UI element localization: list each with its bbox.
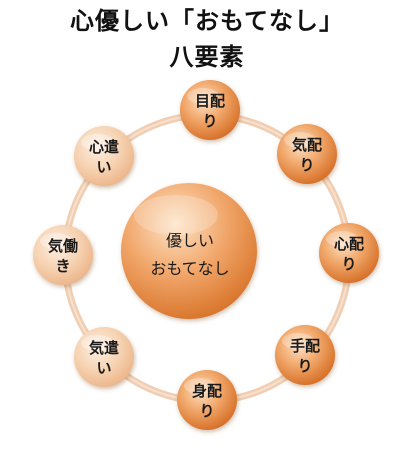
center-node bbox=[121, 183, 257, 319]
node-label-line2: い bbox=[96, 158, 111, 176]
node-label-line1: 気配 bbox=[292, 136, 322, 154]
node-kizukai: 気遣 い bbox=[74, 327, 134, 387]
diagram-title-line1: 心優しい「おもてなし」 bbox=[69, 6, 345, 35]
node-label-line1: 心遣 bbox=[89, 138, 119, 156]
diagram-title-line2: 八要素 bbox=[169, 42, 245, 71]
node-label-line2: り bbox=[202, 112, 217, 130]
node-shinpai: 心配 り bbox=[319, 223, 379, 283]
node-kikubari: 気配 り bbox=[277, 124, 337, 184]
node-label-line2: り bbox=[299, 156, 314, 174]
node-label-line1: 身配 bbox=[192, 382, 222, 400]
node-label-line2: り bbox=[199, 402, 214, 420]
node-kibataraki: 気働 き bbox=[33, 225, 93, 285]
node-label-line2: り bbox=[341, 255, 356, 273]
node-label-line1: 目配 bbox=[195, 92, 225, 110]
node-label-line2: き bbox=[55, 257, 70, 275]
center-label-line2: おもてなし bbox=[150, 259, 229, 278]
center-label-line1: 優しい bbox=[166, 231, 214, 250]
node-mekubari: 目配 り bbox=[180, 80, 240, 140]
node-label-line1: 気遣 bbox=[89, 339, 119, 357]
node-label-line1: 手配 bbox=[290, 337, 320, 355]
node-label-line1: 気働 bbox=[48, 237, 78, 255]
node-label-line1: 心配 bbox=[334, 235, 364, 253]
node-mikubari: 身配 り bbox=[177, 370, 237, 430]
node-label-line2: い bbox=[96, 359, 111, 377]
node-kokorozukai: 心遣 い bbox=[74, 126, 134, 186]
node-label-line2: り bbox=[297, 357, 312, 375]
node-tehai: 手配 り bbox=[275, 325, 335, 385]
